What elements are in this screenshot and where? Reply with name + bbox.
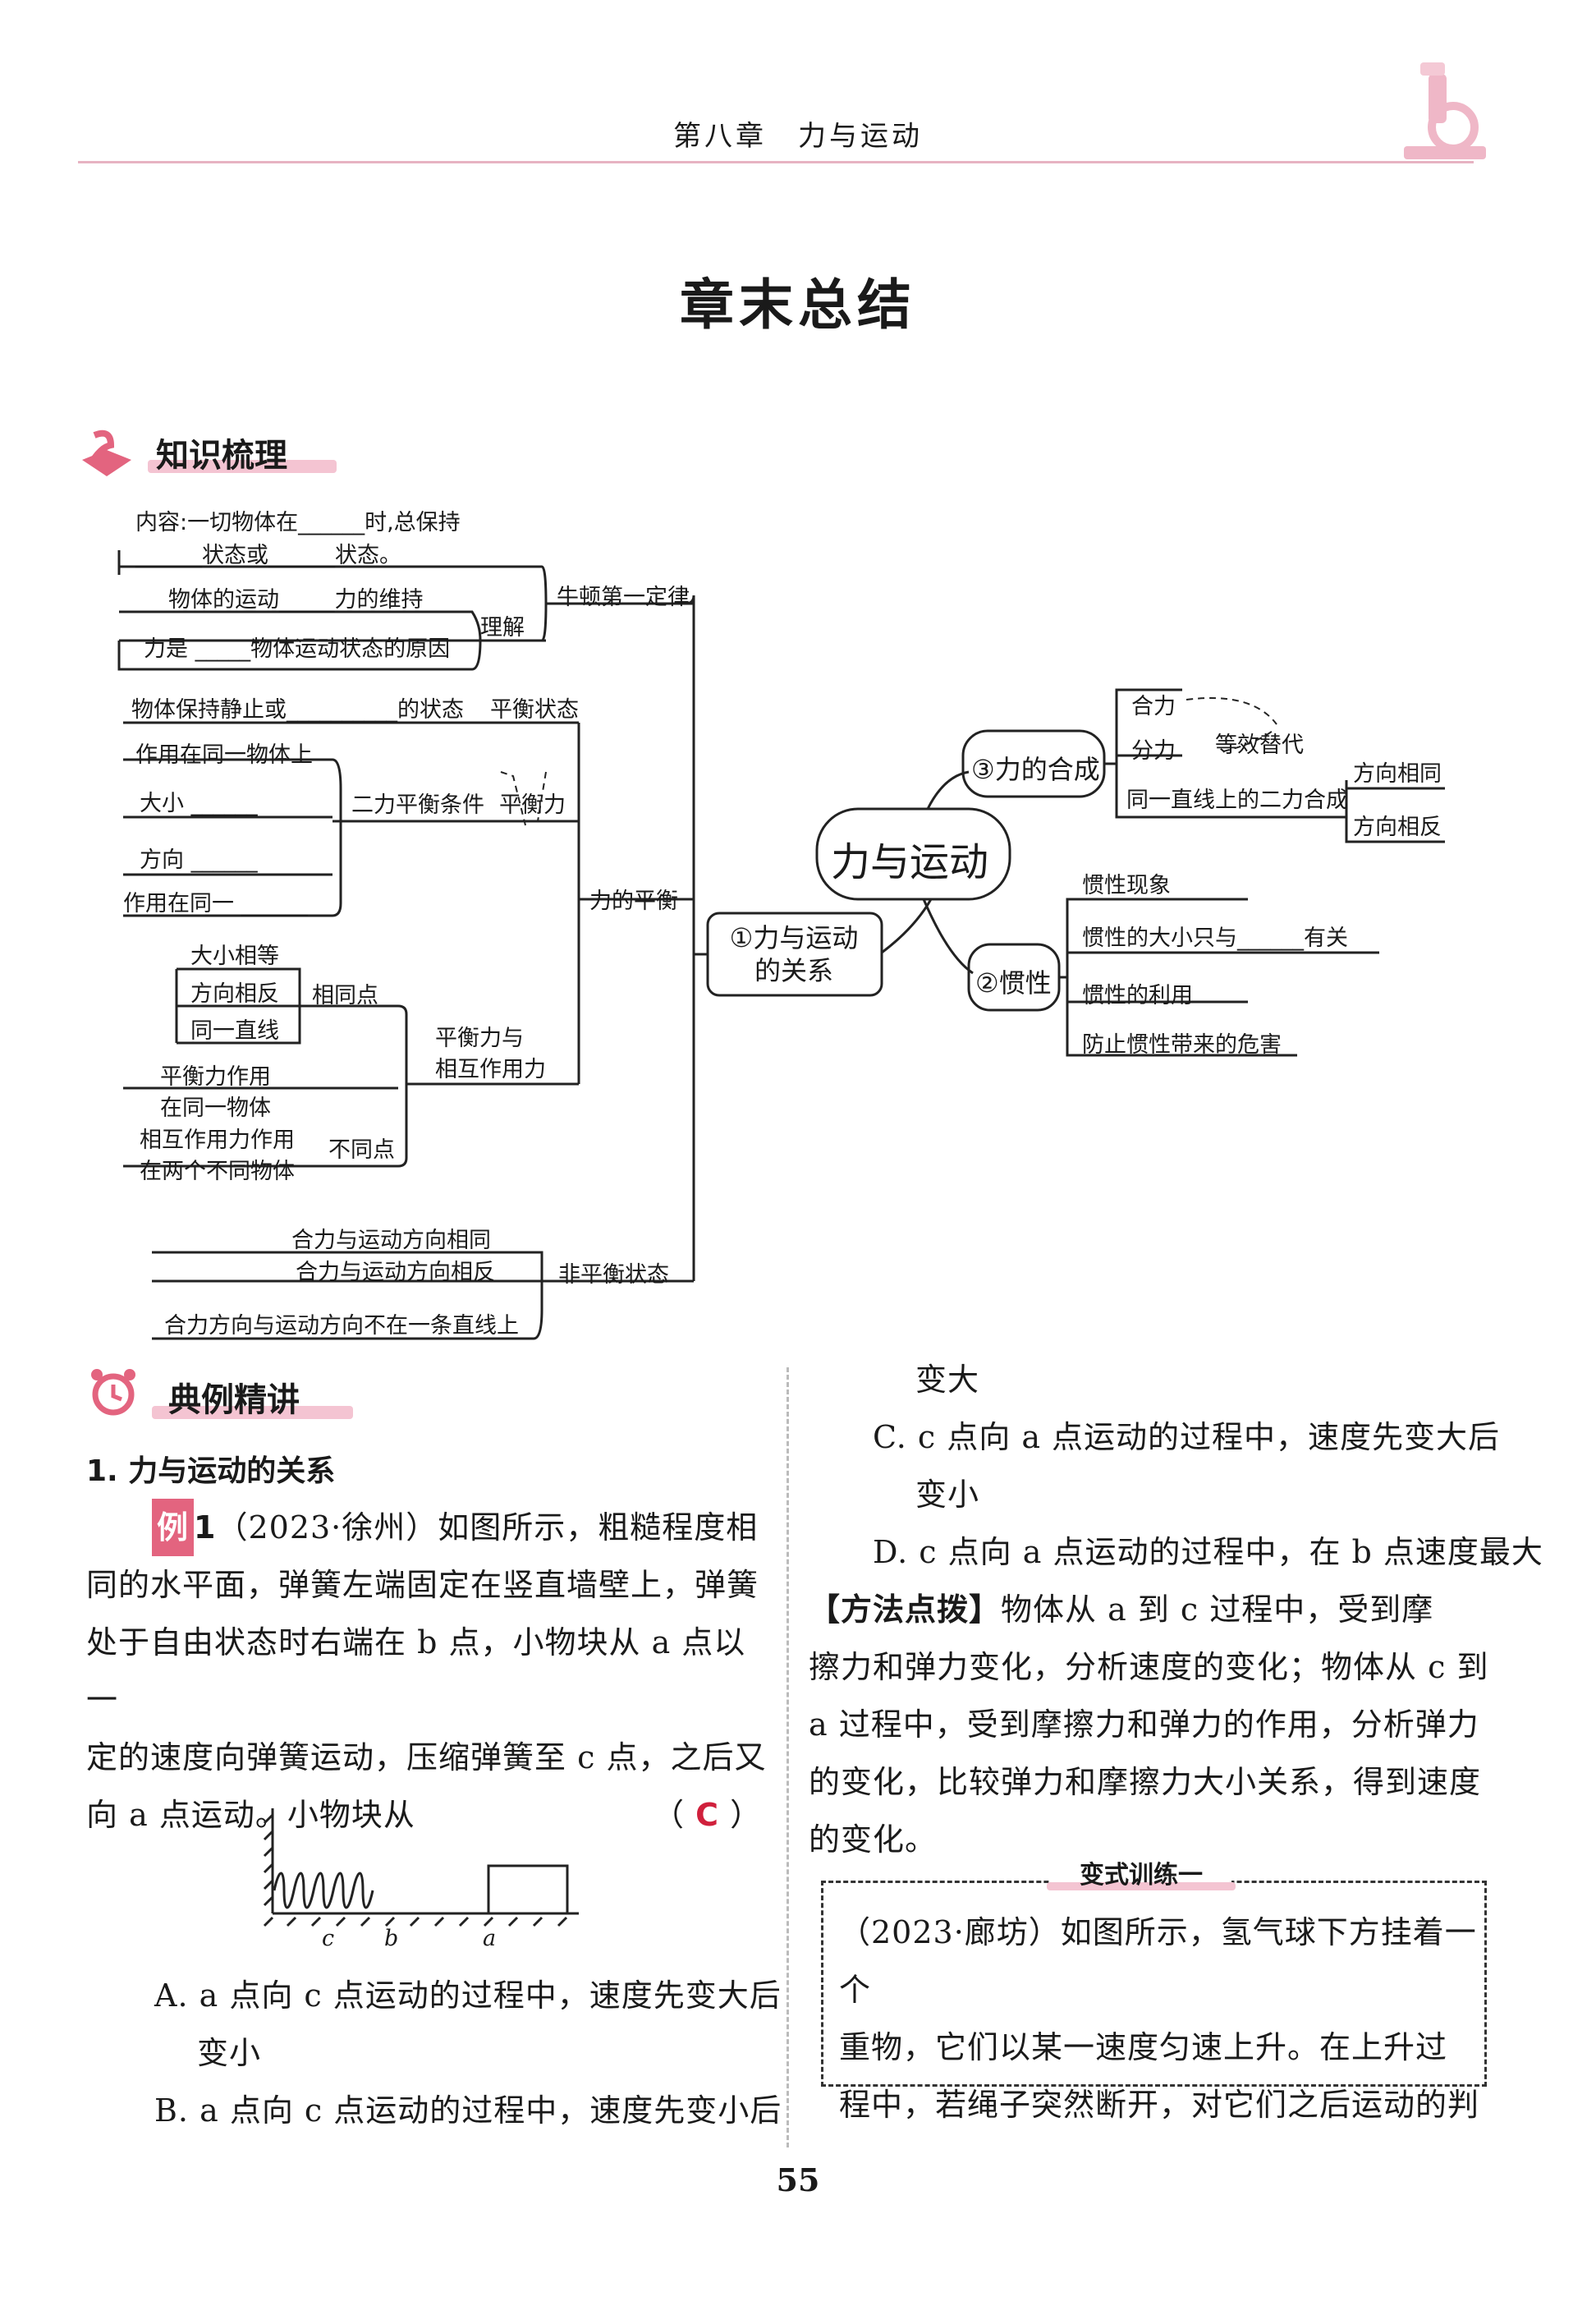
answer-close: ） [730, 1797, 763, 1833]
balance-vs-label: 平衡力与 相互作用力 [435, 1026, 546, 1082]
option-b-1: B. a 点向 c 点运动的过程中，速度先变小后 [154, 2092, 782, 2129]
same-label: 相同点 [312, 983, 378, 1008]
inertia-3: 惯性的利用 [1082, 983, 1193, 1008]
newton-label: 牛顿第一定律 [557, 585, 690, 610]
option-d: D. c 点向 a 点运动的过程中，在 b 点速度最大 [873, 1534, 1543, 1570]
answer-value: C [695, 1797, 719, 1833]
section-band [148, 460, 337, 473]
balance-cond-label: 二力平衡条件 [351, 792, 484, 818]
example-number: 1 [194, 1509, 217, 1546]
alarm-clock-icon [91, 1369, 135, 1416]
nonbalance-label: 非平衡状态 [558, 1262, 669, 1288]
mindmap-lines [117, 550, 1445, 1340]
page-number: 55 [776, 2161, 820, 2198]
diff-label: 不同点 [328, 1137, 395, 1163]
option-a-2: 变小 [197, 2035, 262, 2071]
balance-label: 力的平衡 [589, 889, 678, 914]
header-divider [78, 161, 1474, 163]
composition-line: 同一直线上的二力合成 [1126, 788, 1348, 813]
figure-label-b: b [384, 1926, 399, 1951]
newton-understand: 理解 [480, 615, 525, 641]
newton-understand-1: 物体的运动_____力的维持 [168, 587, 424, 613]
option-c-1: C. c 点向 a 点运动的过程中，速度先变大后 [873, 1419, 1501, 1455]
balance-cond-3: 方向 ______ [140, 847, 258, 873]
inertia-1: 惯性现象 [1082, 873, 1171, 898]
microscope-icon [1404, 62, 1486, 159]
mindmap-branch-inertia: ②惯性 [975, 967, 1052, 999]
spring-figure [263, 1808, 579, 1927]
balance-cond-1: 作用在同一物体上 [135, 742, 313, 768]
composition-equivalent: 等效替代 [1215, 733, 1304, 758]
mindmap-branch-relation: ①力与运动 的关系 [729, 922, 859, 986]
balance-state-label: 平衡状态 [490, 697, 579, 723]
section-title-knowledge: 知识梳理 [156, 437, 287, 475]
page-title: 章末总结 [680, 273, 916, 337]
section-title-examples: 典例精讲 [168, 1381, 300, 1419]
example-badge: 例 [152, 1499, 195, 1556]
figure-label-c: c [322, 1926, 335, 1951]
section-band [152, 1406, 353, 1419]
question-heading: 1. 力与运动的关系 [86, 1454, 336, 1488]
option-c-2: 变小 [915, 1477, 980, 1513]
chapter-title: 第八章 力与运动 [673, 120, 923, 153]
composition-component: 分力 [1131, 738, 1176, 764]
method-line-5: 的变化。 [809, 1821, 938, 1858]
diff-1: 平衡力作用 在同一物体 [160, 1064, 271, 1121]
practice-line-2: 重物，它们以某一速度匀速上升。在上升过 [839, 2029, 1448, 2065]
practice-line-3: 程中，若绳子突然断开，对它们之后运动的判 [839, 2087, 1480, 2123]
practice-title: 变式训练一 [1080, 1861, 1203, 1890]
inertia-4: 防止惯性带来的危害 [1082, 1032, 1282, 1058]
answer-open: （ [653, 1797, 686, 1833]
same-3: 同一直线 [190, 1018, 279, 1044]
balance-cond-4: 作用在同一 ______ [123, 891, 308, 916]
example-line-4: 定的速度向弹簧运动，压缩弹簧至 c 点，之后又 [86, 1739, 767, 1775]
method-tag: 【方法点拨】 [809, 1592, 1002, 1628]
composition-resultant: 合力 [1131, 694, 1176, 719]
figure-label-a: a [483, 1926, 497, 1951]
method-tip: 【方法点拨】物体从 a 到 c 过程中，受到摩 擦力和弹力变化，分析速度的变化；… [809, 1581, 1490, 1868]
example-text-1: （2023·徐州）如图所示，粗糙程度相 [216, 1509, 759, 1546]
practice-title-band [1047, 1882, 1236, 1890]
example-line-2: 同的水平面，弹簧左端固定在竖直墙壁上，弹簧 [86, 1567, 759, 1603]
page-header: 第八章 力与运动 [0, 0, 1596, 181]
option-b-2: 变大 [915, 1362, 980, 1398]
practice-body: （2023·廊坊）如图所示，氢气球下方挂着一个 重物，它们以某一速度匀速上升。在… [839, 1904, 1479, 2134]
inertia-2: 惯性的大小只与______有关 [1082, 926, 1348, 951]
balance-cond-2: 大小 ______ [140, 791, 258, 816]
nonbalance-3: 合力方向与运动方向不在一条直线上 [164, 1313, 519, 1339]
method-line-3: a 过程中，受到摩擦力和弹力的作用，分析弹力 [809, 1706, 1479, 1743]
balance-force-label: 平衡力 [499, 792, 566, 818]
book-icon [82, 429, 131, 476]
practice-line-1: （2023·廊坊）如图所示，氢气球下方挂着一个 [839, 1914, 1477, 2008]
method-line-2: 擦力和弹力变化，分析速度的变化；物体从 c 到 [809, 1649, 1489, 1685]
diff-2: 相互作用力作用 在两个不同物体 [140, 1128, 295, 1184]
column-divider [787, 1367, 789, 2147]
newton-content-1: 内容:一切物体在______时,总保持 [135, 510, 461, 535]
newton-understand-2: 力是 _____物体运动状态的原因 [144, 636, 451, 662]
option-a-1: A. a 点向 c 点运动的过程中，速度先变大后 [154, 1977, 782, 2014]
mindmap-center: 力与运动 [831, 839, 989, 885]
newton-content-2: ______状态或______状态。 [135, 543, 401, 568]
example-line-3: 处于自由状态时右端在 b 点，小物块从 a 点以一 [86, 1624, 746, 1718]
example-text-5: 向 a 点运动。小物块从 [86, 1797, 415, 1833]
nonbalance-2: 合力与运动方向相反 [296, 1260, 495, 1285]
composition-same: 方向相同 [1353, 761, 1442, 787]
composition-opp: 方向相反 [1353, 815, 1442, 840]
same-2: 方向相反 [190, 981, 279, 1007]
method-text-1: 物体从 a 到 c 过程中，受到摩 [1001, 1592, 1434, 1628]
method-line-4: 的变化，比较弹力和摩擦力大小关系，得到速度 [809, 1764, 1482, 1800]
balance-state: 物体保持静止或__________的状态 [131, 697, 464, 723]
same-1: 大小相等 [190, 944, 279, 969]
mindmap-branch-composition: ③力的合成 [971, 754, 1100, 785]
answer-bracket: （ C ） [653, 1786, 762, 1844]
method-line-1: 【方法点拨】物体从 a 到 c 过程中，受到摩 [809, 1581, 1490, 1638]
nonbalance-1: 合力与运动方向相同 [291, 1228, 491, 1253]
example-line-5: 向 a 点运动。小物块从 （ C ） [86, 1786, 768, 1844]
